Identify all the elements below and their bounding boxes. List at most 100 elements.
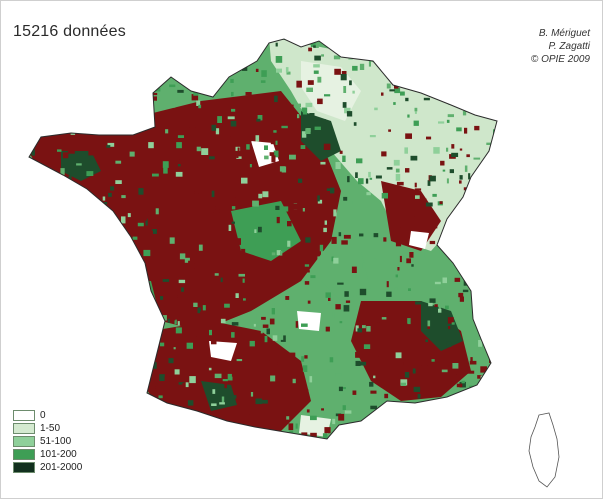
map-speckle xyxy=(210,40,217,44)
map-speckle xyxy=(373,233,379,238)
map-speckle xyxy=(249,164,252,168)
map-speckle xyxy=(266,328,270,335)
map-speckle xyxy=(459,381,466,388)
record-count-title: 15216 données xyxy=(13,23,126,40)
map-speckle xyxy=(343,86,347,93)
map-speckle xyxy=(362,262,366,269)
map-speckle xyxy=(349,80,352,86)
map-speckle xyxy=(319,244,324,252)
map-speckle xyxy=(458,292,464,298)
map-speckle xyxy=(36,256,40,259)
map-speckle xyxy=(42,72,47,79)
map-speckle xyxy=(185,382,189,388)
map-speckle xyxy=(155,386,160,389)
map-speckle xyxy=(470,357,473,363)
credit-line-1: B. Mériguet xyxy=(538,28,590,39)
map-speckle xyxy=(405,133,412,139)
map-speckle xyxy=(215,128,220,135)
map-speckle xyxy=(425,339,428,343)
map-speckle xyxy=(428,302,433,307)
map-speckle xyxy=(432,193,437,197)
map-speckle xyxy=(229,155,233,162)
map-speckle xyxy=(429,240,436,245)
map-speckle xyxy=(433,57,441,63)
map-speckle xyxy=(412,368,416,374)
map-speckle xyxy=(86,82,91,89)
map-speckle xyxy=(86,171,94,176)
map-speckle xyxy=(257,115,263,121)
map-speckle xyxy=(260,440,264,447)
map-speckle xyxy=(202,305,206,311)
map-speckle xyxy=(211,403,217,406)
map-speckle xyxy=(445,305,449,310)
map-speckle xyxy=(188,260,195,266)
map-speckle xyxy=(219,402,225,405)
map-speckle xyxy=(443,42,447,48)
map-speckle xyxy=(271,155,276,163)
map-speckle xyxy=(164,405,168,412)
map-speckle xyxy=(411,442,414,449)
map-speckle xyxy=(152,173,159,177)
map-speckle xyxy=(269,152,275,156)
map-speckle xyxy=(171,193,176,198)
map-speckle xyxy=(179,253,186,260)
map-speckle xyxy=(74,229,81,234)
map-speckle xyxy=(489,342,495,347)
map-speckle xyxy=(346,111,353,117)
map-speckle xyxy=(332,311,335,318)
map-speckle xyxy=(58,92,65,96)
map-speckle xyxy=(270,375,276,382)
map-speckle xyxy=(256,118,261,122)
map-speckle xyxy=(347,176,350,183)
map-speckle xyxy=(451,144,455,149)
map-speckle xyxy=(230,269,235,274)
map-speckle xyxy=(193,55,199,62)
map-speckle xyxy=(427,324,430,329)
map-speckle xyxy=(488,152,495,157)
map-speckle xyxy=(118,188,125,193)
map-speckle xyxy=(500,350,504,353)
map-speckle xyxy=(391,373,396,377)
map-speckle xyxy=(482,88,488,94)
map-speckle xyxy=(159,374,165,381)
map-speckle xyxy=(285,67,289,73)
map-speckle xyxy=(258,193,263,199)
map-speckle xyxy=(404,323,408,331)
map-speckle xyxy=(373,308,379,311)
map-speckle xyxy=(468,173,471,180)
map-speckle xyxy=(289,154,296,160)
map-speckle xyxy=(106,84,111,89)
map-speckle xyxy=(181,159,184,165)
map-speckle xyxy=(410,155,418,161)
map-speckle xyxy=(449,169,454,174)
map-speckle xyxy=(227,373,233,381)
map-speckle xyxy=(118,322,123,326)
map-speckle xyxy=(219,424,226,431)
map-speckle xyxy=(63,258,70,264)
map-speckle xyxy=(270,137,276,145)
map-speckle xyxy=(486,99,494,103)
map-speckle xyxy=(62,410,68,413)
map-speckle xyxy=(486,142,493,145)
map-speckle xyxy=(226,429,233,435)
map-speckle xyxy=(235,293,239,298)
map-speckle xyxy=(492,379,497,383)
map-speckle xyxy=(395,173,401,181)
map-speckle xyxy=(343,196,348,201)
map-speckle xyxy=(352,200,359,205)
legend-label: 201-2000 xyxy=(40,462,83,473)
map-speckle xyxy=(450,231,454,236)
map-speckle xyxy=(446,119,450,123)
map-speckle xyxy=(302,365,308,372)
map-speckle xyxy=(156,51,162,58)
map-speckle xyxy=(453,86,460,92)
map-speckle xyxy=(305,237,311,243)
map-speckle xyxy=(69,39,72,42)
map-speckle xyxy=(334,68,341,75)
map-speckle xyxy=(72,436,76,439)
map-speckle xyxy=(323,227,327,233)
map-speckle xyxy=(330,157,335,161)
map-speckle xyxy=(280,335,286,342)
map-speckle xyxy=(228,136,231,141)
